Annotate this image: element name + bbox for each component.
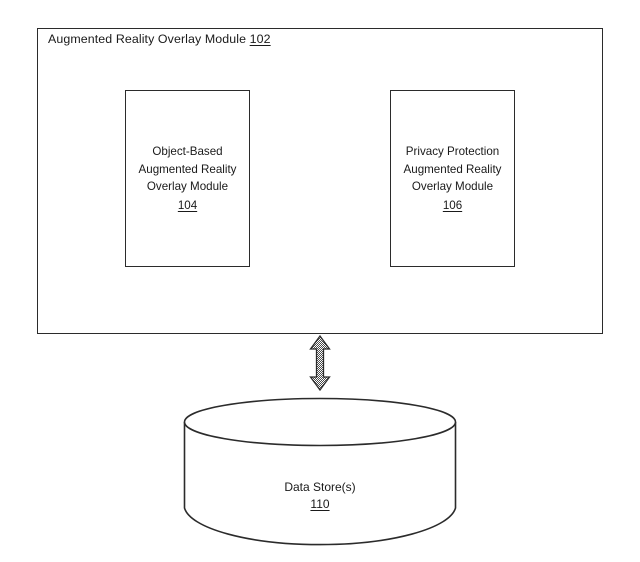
- object-based-module-label-text: Object-Based Augmented Reality Overlay M…: [138, 145, 237, 193]
- object-based-module-reference-numeral: 104: [177, 198, 198, 212]
- augmented-reality-overlay-module-box: [37, 28, 603, 334]
- data-store-cylinder: [183, 397, 457, 546]
- privacy-protection-module-reference-numeral: 106: [442, 198, 463, 212]
- object-based-module-label: Object-Based Augmented Reality Overlay M…: [135, 126, 241, 232]
- object-based-ar-overlay-module-box: Object-Based Augmented Reality Overlay M…: [125, 90, 250, 267]
- privacy-protection-ar-overlay-module-box: Privacy Protection Augmented Reality Ove…: [390, 90, 515, 267]
- bidirectional-arrow-icon: [309, 335, 331, 391]
- outer-module-title: Augmented Reality Overlay Module 102: [48, 31, 271, 47]
- outer-module-reference-numeral: 102: [249, 32, 271, 46]
- privacy-protection-module-label-text: Privacy Protection Augmented Reality Ove…: [403, 145, 502, 193]
- outer-module-title-text: Augmented Reality Overlay Module: [48, 32, 247, 46]
- privacy-protection-module-label: Privacy Protection Augmented Reality Ove…: [400, 126, 506, 232]
